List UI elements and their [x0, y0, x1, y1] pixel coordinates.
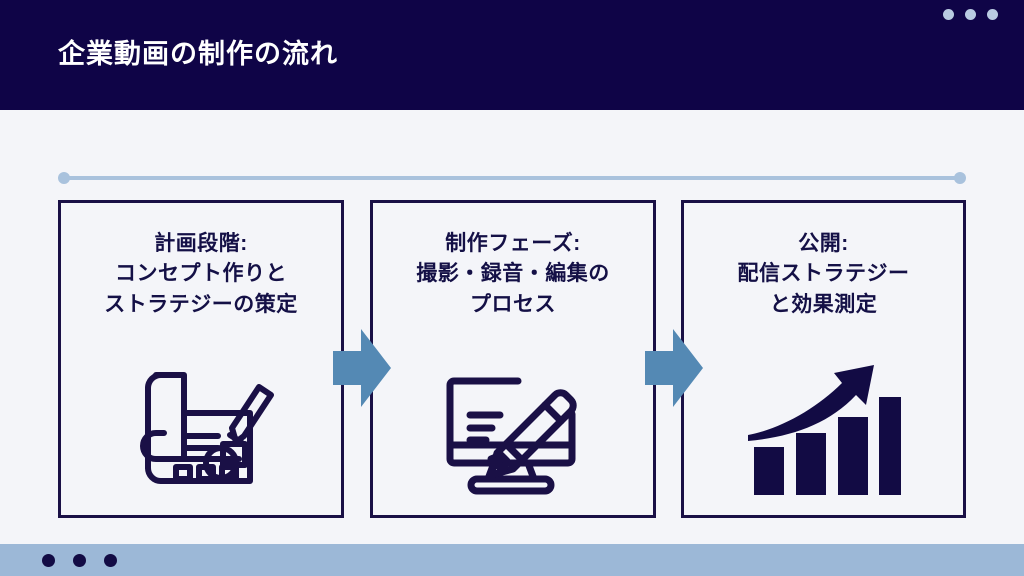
slide-footer	[0, 544, 1024, 576]
step-3-line3: と効果測定	[769, 292, 878, 316]
header-dot-2	[965, 9, 976, 20]
step-2-line2: 撮影・録音・編集の	[416, 262, 610, 286]
step-3-text: 公開: 配信ストラテジー と効果測定	[684, 229, 963, 320]
blueprint-pencil-icon	[61, 347, 341, 497]
header-dot-1	[943, 9, 954, 20]
connector-endpoint-right-icon	[954, 172, 966, 184]
step-1-line3: ストラテジーの策定	[104, 292, 298, 316]
step-card-production[interactable]: 制作フェーズ: 撮影・録音・編集の プロセス	[370, 200, 656, 518]
footer-dot-3	[104, 554, 117, 567]
footer-dots-decoration	[42, 554, 117, 567]
step-2-text: 制作フェーズ: 撮影・録音・編集の プロセス	[373, 229, 653, 320]
step-1-heading: 計画段階:	[154, 232, 248, 255]
timeline-connector	[58, 172, 966, 184]
step-card-planning[interactable]: 計画段階: コンセプト作りと ストラテジーの策定	[58, 200, 344, 518]
footer-dot-2	[73, 554, 86, 567]
step-3-heading: 公開:	[798, 232, 849, 255]
monitor-pencil-icon	[373, 347, 653, 497]
flow-arrow-1	[333, 329, 391, 407]
step-card-publishing[interactable]: 公開: 配信ストラテジー と効果測定	[681, 200, 966, 518]
footer-dot-1	[42, 554, 55, 567]
header-dot-3	[987, 9, 998, 20]
step-1-line2: コンセプト作りと	[115, 262, 287, 286]
step-2-line3: プロセス	[470, 292, 556, 316]
page-title: 企業動画の制作の流れ	[58, 39, 338, 69]
step-2-heading: 制作フェーズ:	[445, 232, 581, 255]
step-1-text: 計画段階: コンセプト作りと ストラテジーの策定	[61, 229, 341, 320]
slide-header: 企業動画の制作の流れ	[0, 0, 1024, 110]
connector-line	[64, 176, 960, 180]
header-dots-decoration	[943, 9, 998, 20]
step-3-line2: 配信ストラテジー	[737, 262, 910, 286]
flow-arrow-2	[645, 329, 703, 407]
growth-chart-icon	[684, 347, 963, 497]
